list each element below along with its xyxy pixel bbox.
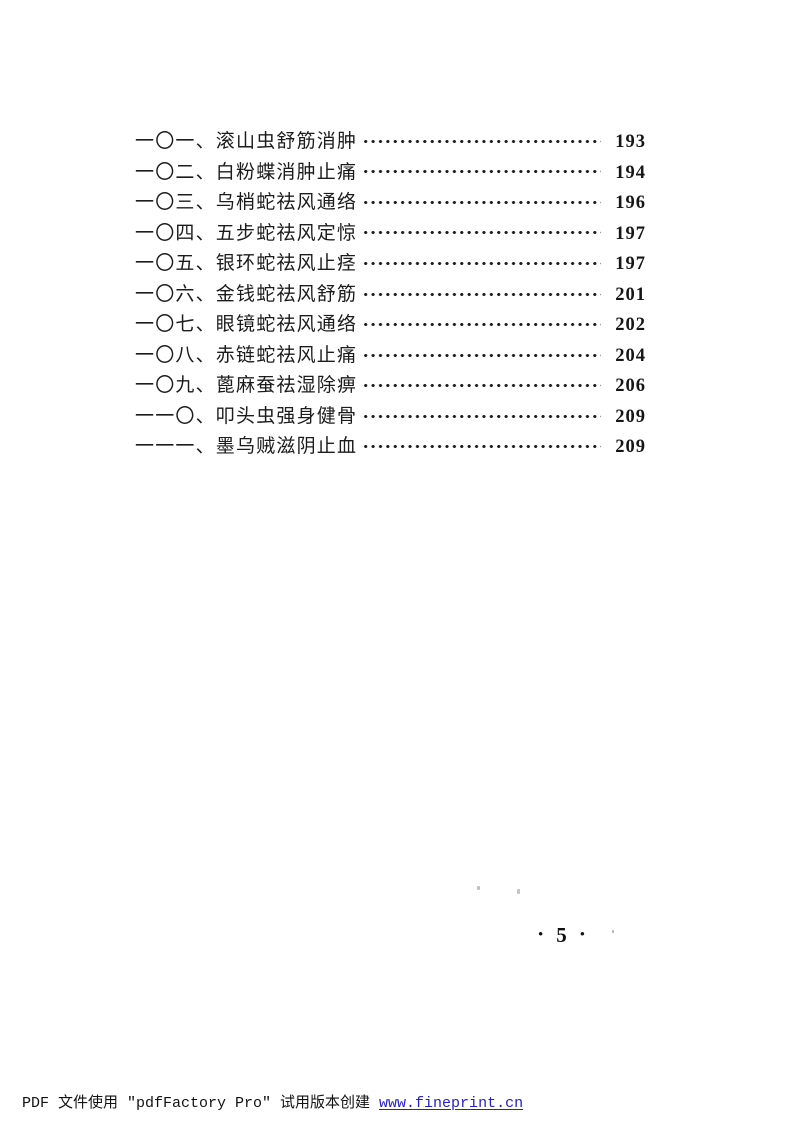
toc-entry-page: 206 <box>615 376 646 397</box>
dot-leader <box>362 227 601 239</box>
toc-entry-label: 一〇三、乌梢蛇祛风通络 <box>135 192 358 214</box>
toc-entry-label: 一〇二、白粉蝶消肿止痛 <box>135 161 358 183</box>
dot-leader <box>362 258 601 270</box>
toc-entry: 一〇七、眼镜蛇祛风通络 202 <box>135 309 646 340</box>
toc-entry-page: 209 <box>615 437 646 458</box>
dot-leader <box>362 380 601 392</box>
dot-leader <box>362 349 601 361</box>
toc-entry-page: 202 <box>615 315 646 336</box>
dot-leader <box>362 288 601 300</box>
toc-entry-page: 193 <box>615 132 646 152</box>
toc-entry: 一〇三、乌梢蛇祛风通络 196 <box>135 187 646 218</box>
toc-entry-page: 197 <box>615 254 646 275</box>
toc-entry-page: 209 <box>615 406 646 427</box>
toc-entry: 一〇八、赤链蛇祛风止痛 204 <box>135 340 646 371</box>
toc-entry-label: 一〇九、蓖麻蚕祛湿除痹 <box>135 375 358 397</box>
dot-leader <box>362 410 601 422</box>
toc-entry: 一〇九、蓖麻蚕祛湿除痹 206 <box>135 370 646 401</box>
toc-entry-label: 一〇六、金钱蛇祛风舒筋 <box>135 283 358 305</box>
toc-entry-label: 一〇一、滚山虫舒筋消肿 <box>135 131 358 152</box>
toc-entry-label: 一一一、墨乌贼滋阴止血 <box>135 436 358 458</box>
dot-leader <box>362 441 601 453</box>
toc-entry: 一〇六、金钱蛇祛风舒筋 201 <box>135 279 646 310</box>
toc-entry: 一〇四、五步蛇祛风定惊 197 <box>135 218 646 249</box>
page-number-left-dot: • <box>538 927 544 943</box>
scan-speck <box>517 889 520 894</box>
page-number-indicator: • 5 • <box>538 925 585 946</box>
toc-entry: 一一一、墨乌贼滋阴止血 209 <box>135 431 646 462</box>
dot-leader <box>362 319 601 331</box>
toc-entry-label: 一一〇、叩头虫强身健骨 <box>135 405 358 427</box>
toc-entry-page: 204 <box>615 345 646 366</box>
toc-entry-page: 194 <box>615 162 646 183</box>
toc-entry: 一一〇、叩头虫强身健骨 209 <box>135 401 646 432</box>
scan-speck <box>477 886 480 890</box>
pdffactory-footer-text: PDF 文件使用 ″pdfFactory Pro″ 试用版本创建 <box>22 1095 380 1112</box>
dot-leader <box>362 197 601 209</box>
toc-entry: 一〇二、白粉蝶消肿止痛 194 <box>135 157 646 188</box>
page-number: 5 <box>556 923 567 947</box>
page-number-right-dot: • <box>579 927 586 943</box>
toc-entry-page: 197 <box>615 223 646 244</box>
toc-entry-label: 一〇四、五步蛇祛风定惊 <box>135 222 358 244</box>
table-of-contents: 一〇一、滚山虫舒筋消肿 193 一〇二、白粉蝶消肿止痛 194 一〇三、乌梢蛇祛… <box>135 126 646 462</box>
dot-leader <box>362 136 601 147</box>
toc-entry-label: 一〇八、赤链蛇祛风止痛 <box>135 344 358 366</box>
fineprint-link[interactable]: www.fineprint.cn <box>379 1095 524 1112</box>
toc-entry-label: 一〇五、银环蛇祛风止痉 <box>135 253 358 275</box>
toc-entry-page: 201 <box>615 284 646 305</box>
toc-entry-label: 一〇七、眼镜蛇祛风通络 <box>135 314 358 336</box>
toc-entry: 一〇一、滚山虫舒筋消肿 193 <box>135 126 646 157</box>
scan-speck <box>612 930 614 933</box>
toc-entry: 一〇五、银环蛇祛风止痉 197 <box>135 248 646 279</box>
pdffactory-footer: PDF 文件使用 ″pdfFactory Pro″ 试用版本创建 www.fin… <box>22 1091 523 1112</box>
dot-leader <box>362 166 601 178</box>
toc-entry-page: 196 <box>615 193 646 214</box>
